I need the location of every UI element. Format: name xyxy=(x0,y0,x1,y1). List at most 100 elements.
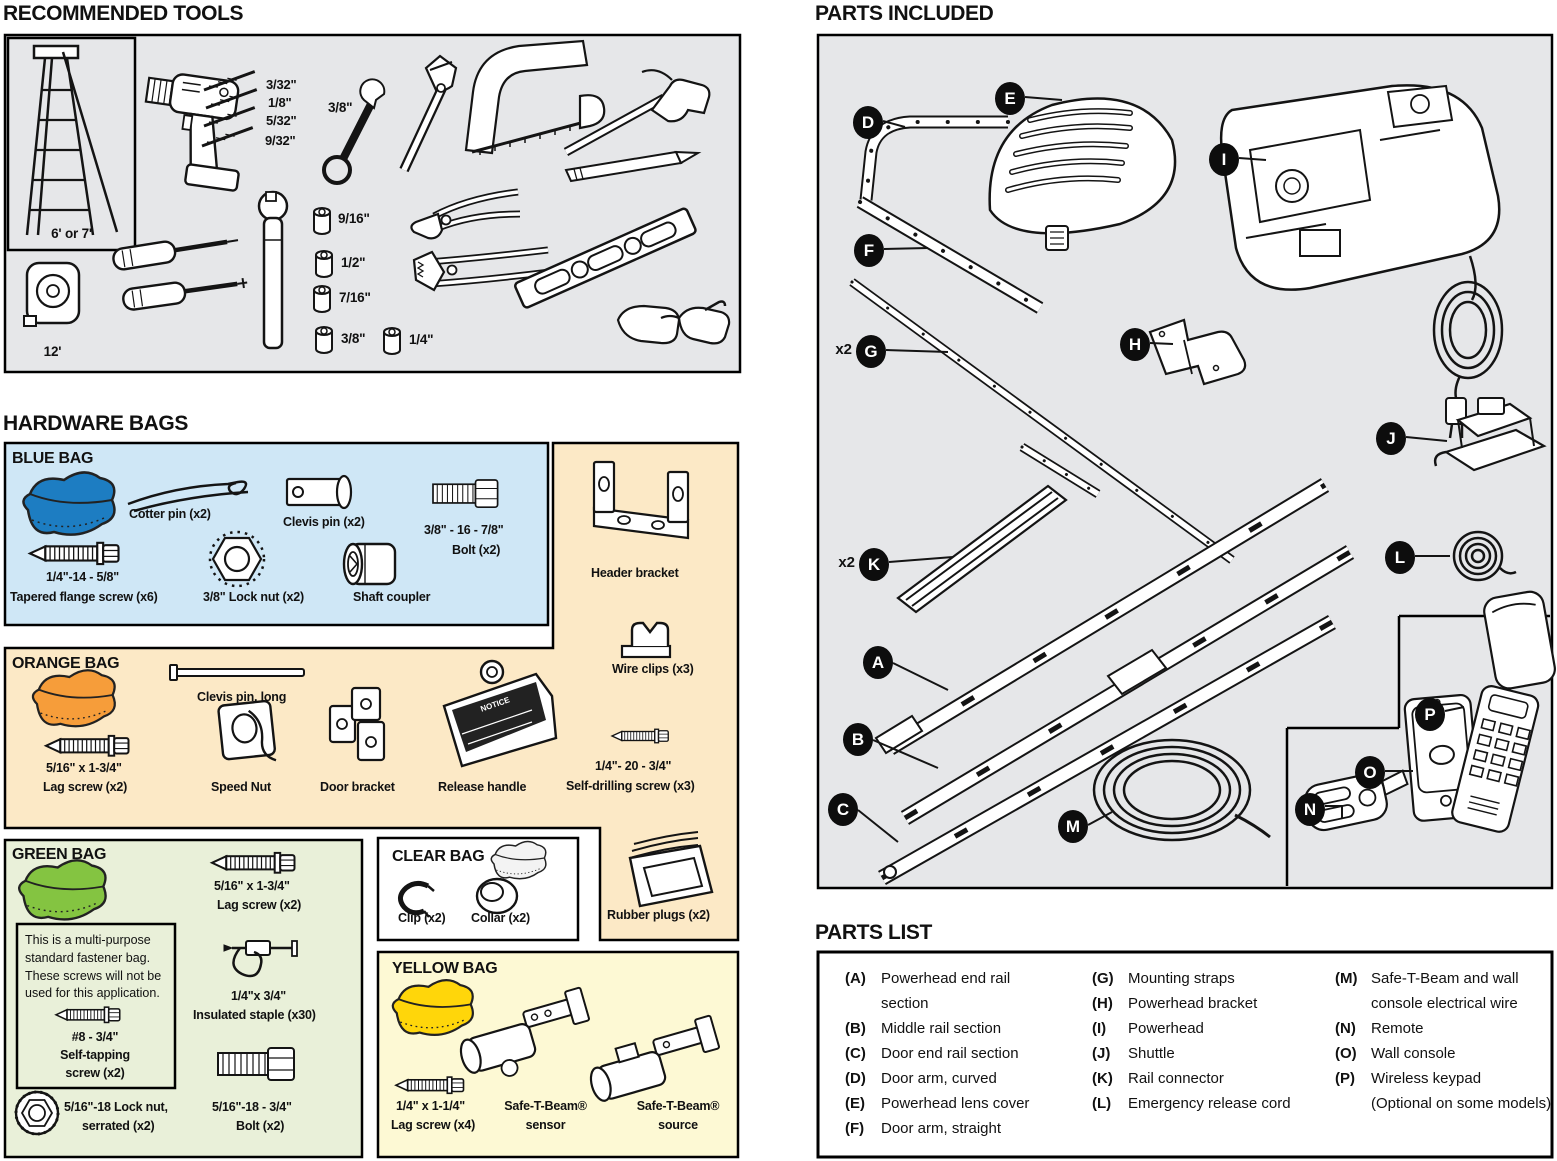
label-cotter-pin: Cotter pin (x2) xyxy=(129,507,211,521)
parts-list-column-3: (M)Safe-T-Beam and wall console electric… xyxy=(1335,966,1551,1116)
label-lag-name: Lag screw (x2) xyxy=(43,780,128,794)
ladder-icon xyxy=(25,44,119,236)
blue-bag-panel xyxy=(3,441,550,627)
power-cord-art xyxy=(1432,255,1504,439)
staple-icon xyxy=(223,940,298,978)
green-note-box xyxy=(15,922,177,1090)
safety-glasses-icon xyxy=(616,300,731,345)
parts-list-entry: (I)Powerhead xyxy=(1092,1020,1204,1037)
drill-bit-icon xyxy=(203,106,256,128)
callout-m: M xyxy=(1058,810,1088,843)
label-clevis-pin: Clevis pin (x2) xyxy=(283,515,365,529)
tools-heading: RECOMMENDED TOOLS xyxy=(3,2,244,25)
label-header-bracket: Header bracket xyxy=(591,566,679,580)
callout-g: G xyxy=(856,335,886,368)
pencil-icon xyxy=(564,150,702,183)
hardware-heading: HARDWARE BAGS xyxy=(3,412,188,435)
green-bag-title: GREEN BAG xyxy=(12,846,107,863)
callout-a: A xyxy=(863,646,893,679)
rail-c-art xyxy=(878,615,1336,885)
callout-h: H xyxy=(1120,328,1150,361)
parts-list-entry: (K)Rail connector xyxy=(1092,1070,1224,1087)
label-socket-size: 3/8" xyxy=(341,331,366,346)
label-clevis-long: Clevis pin, long xyxy=(197,690,287,704)
wireless-keypad-art xyxy=(1451,590,1556,833)
clip-icon xyxy=(398,880,435,918)
socket-icon xyxy=(315,326,333,354)
label-flange-name: Tapered flange screw (x6) xyxy=(10,590,158,604)
parts-list-entry: (D)Door arm, curved xyxy=(845,1070,997,1087)
ladder-subpanel xyxy=(6,36,137,252)
label-green-bolt-size: 5/16"-18 - 3/4" xyxy=(212,1100,292,1114)
label-bolt-size: 3/8" - 16 - 7/8" xyxy=(424,523,504,537)
callout-c: C xyxy=(828,793,858,826)
hammer-icon xyxy=(563,69,711,156)
label-stb-source-brand: Safe-T-Beam® xyxy=(636,1099,720,1113)
socket-icon xyxy=(313,285,331,313)
stb-source-icon xyxy=(589,1014,720,1102)
label-rubber-plugs: Rubber plugs (x2) xyxy=(607,908,710,922)
label-door-bracket: Door bracket xyxy=(320,780,395,794)
label-stb-sensor-brand: Safe-T-Beam® xyxy=(504,1099,587,1113)
label-stb-sensor: sensor xyxy=(525,1118,566,1132)
label-x2-k: x2 xyxy=(838,554,855,571)
clevis-pin-icon xyxy=(285,474,353,510)
door-bracket-icon xyxy=(328,686,386,762)
blue-bag-title: BLUE BAG xyxy=(12,450,94,467)
rail-b-art xyxy=(900,545,1355,825)
stb-sensor-icon xyxy=(459,986,590,1077)
drill-bit-icon xyxy=(203,70,256,92)
bolt-icon xyxy=(432,479,499,509)
callout-f: F xyxy=(854,234,884,267)
mounting-strap-art xyxy=(849,278,1235,564)
parts-list-entry: (L)Emergency release cord xyxy=(1092,1095,1291,1112)
inset-box-lines xyxy=(1285,614,1550,886)
label-collar: Collar (x2) xyxy=(471,911,530,925)
label-staple-name: Insulated staple (x30) xyxy=(193,1008,316,1022)
parts-list-entry: (O)Wall console xyxy=(1335,1045,1456,1062)
label-flange-size: 1/4"-14 - 5/8" xyxy=(46,570,119,584)
cotter-pin-icon xyxy=(127,480,249,513)
pliers-icon xyxy=(410,188,521,240)
label-green-lag-size: 5/16" x 1-3/4" xyxy=(214,879,290,893)
release-handle-icon xyxy=(442,659,558,768)
label-release-handle: Release handle xyxy=(438,780,527,794)
label-staple-size: 1/4"x 3/4" xyxy=(231,989,287,1003)
label-ladder-size: 6' or 7' xyxy=(51,226,92,241)
label-x2-g: x2 xyxy=(835,341,852,358)
callout-d: D xyxy=(853,106,883,139)
parts-list-entry: (J)Shuttle xyxy=(1092,1045,1175,1062)
label-selftap-size: #8 - 3/4" xyxy=(71,1030,119,1044)
callout-k: K xyxy=(859,548,889,581)
parts-list-entry: (M)Safe-T-Beam and wall xyxy=(1335,970,1519,987)
label-socket-size: 7/16" xyxy=(339,290,371,305)
label-bit-size: 1/8" xyxy=(268,95,292,110)
parts-list-column-2: (G)Mounting straps (H)Powerhead bracket … xyxy=(1092,966,1327,1116)
parts-list-entry: (H)Powerhead bracket xyxy=(1092,995,1258,1012)
callout-n: N xyxy=(1295,793,1325,826)
combo-wrench-icon xyxy=(322,78,386,185)
serrated-lock-nut-icon xyxy=(14,1090,60,1136)
callout-i: I xyxy=(1209,143,1239,176)
drill-bit-icon xyxy=(205,88,258,110)
door-arm-curved-art xyxy=(859,115,1010,202)
callout-l: L xyxy=(1385,541,1415,574)
callout-b: B xyxy=(843,723,873,756)
label-green-bolt-name: Bolt (x2) xyxy=(236,1119,285,1133)
yellow-bag-title: YELLOW BAG xyxy=(392,960,498,977)
label-bit-size: 5/32" xyxy=(266,113,297,128)
label-socket-size: 9/16" xyxy=(338,211,370,226)
label-bolt-qty: Bolt (x2) xyxy=(452,543,501,557)
parts-list-entry: (E)Powerhead lens cover xyxy=(845,1095,1030,1112)
label-socket-size: 1/2" xyxy=(341,255,366,270)
label-clip: Clip (x2) xyxy=(398,911,446,925)
parts-list-entry: (F)Door arm, straight xyxy=(845,1120,1002,1137)
level-icon xyxy=(514,207,697,309)
green-bolt-icon xyxy=(217,1047,295,1081)
parts-list-box xyxy=(816,950,1554,1159)
drill-bit-icon xyxy=(201,126,254,148)
label-lock-nut: 3/8" Lock nut (x2) xyxy=(203,590,304,604)
label-green-lag-name: Lag screw (x2) xyxy=(217,898,302,912)
lock-nut-icon xyxy=(208,530,266,588)
